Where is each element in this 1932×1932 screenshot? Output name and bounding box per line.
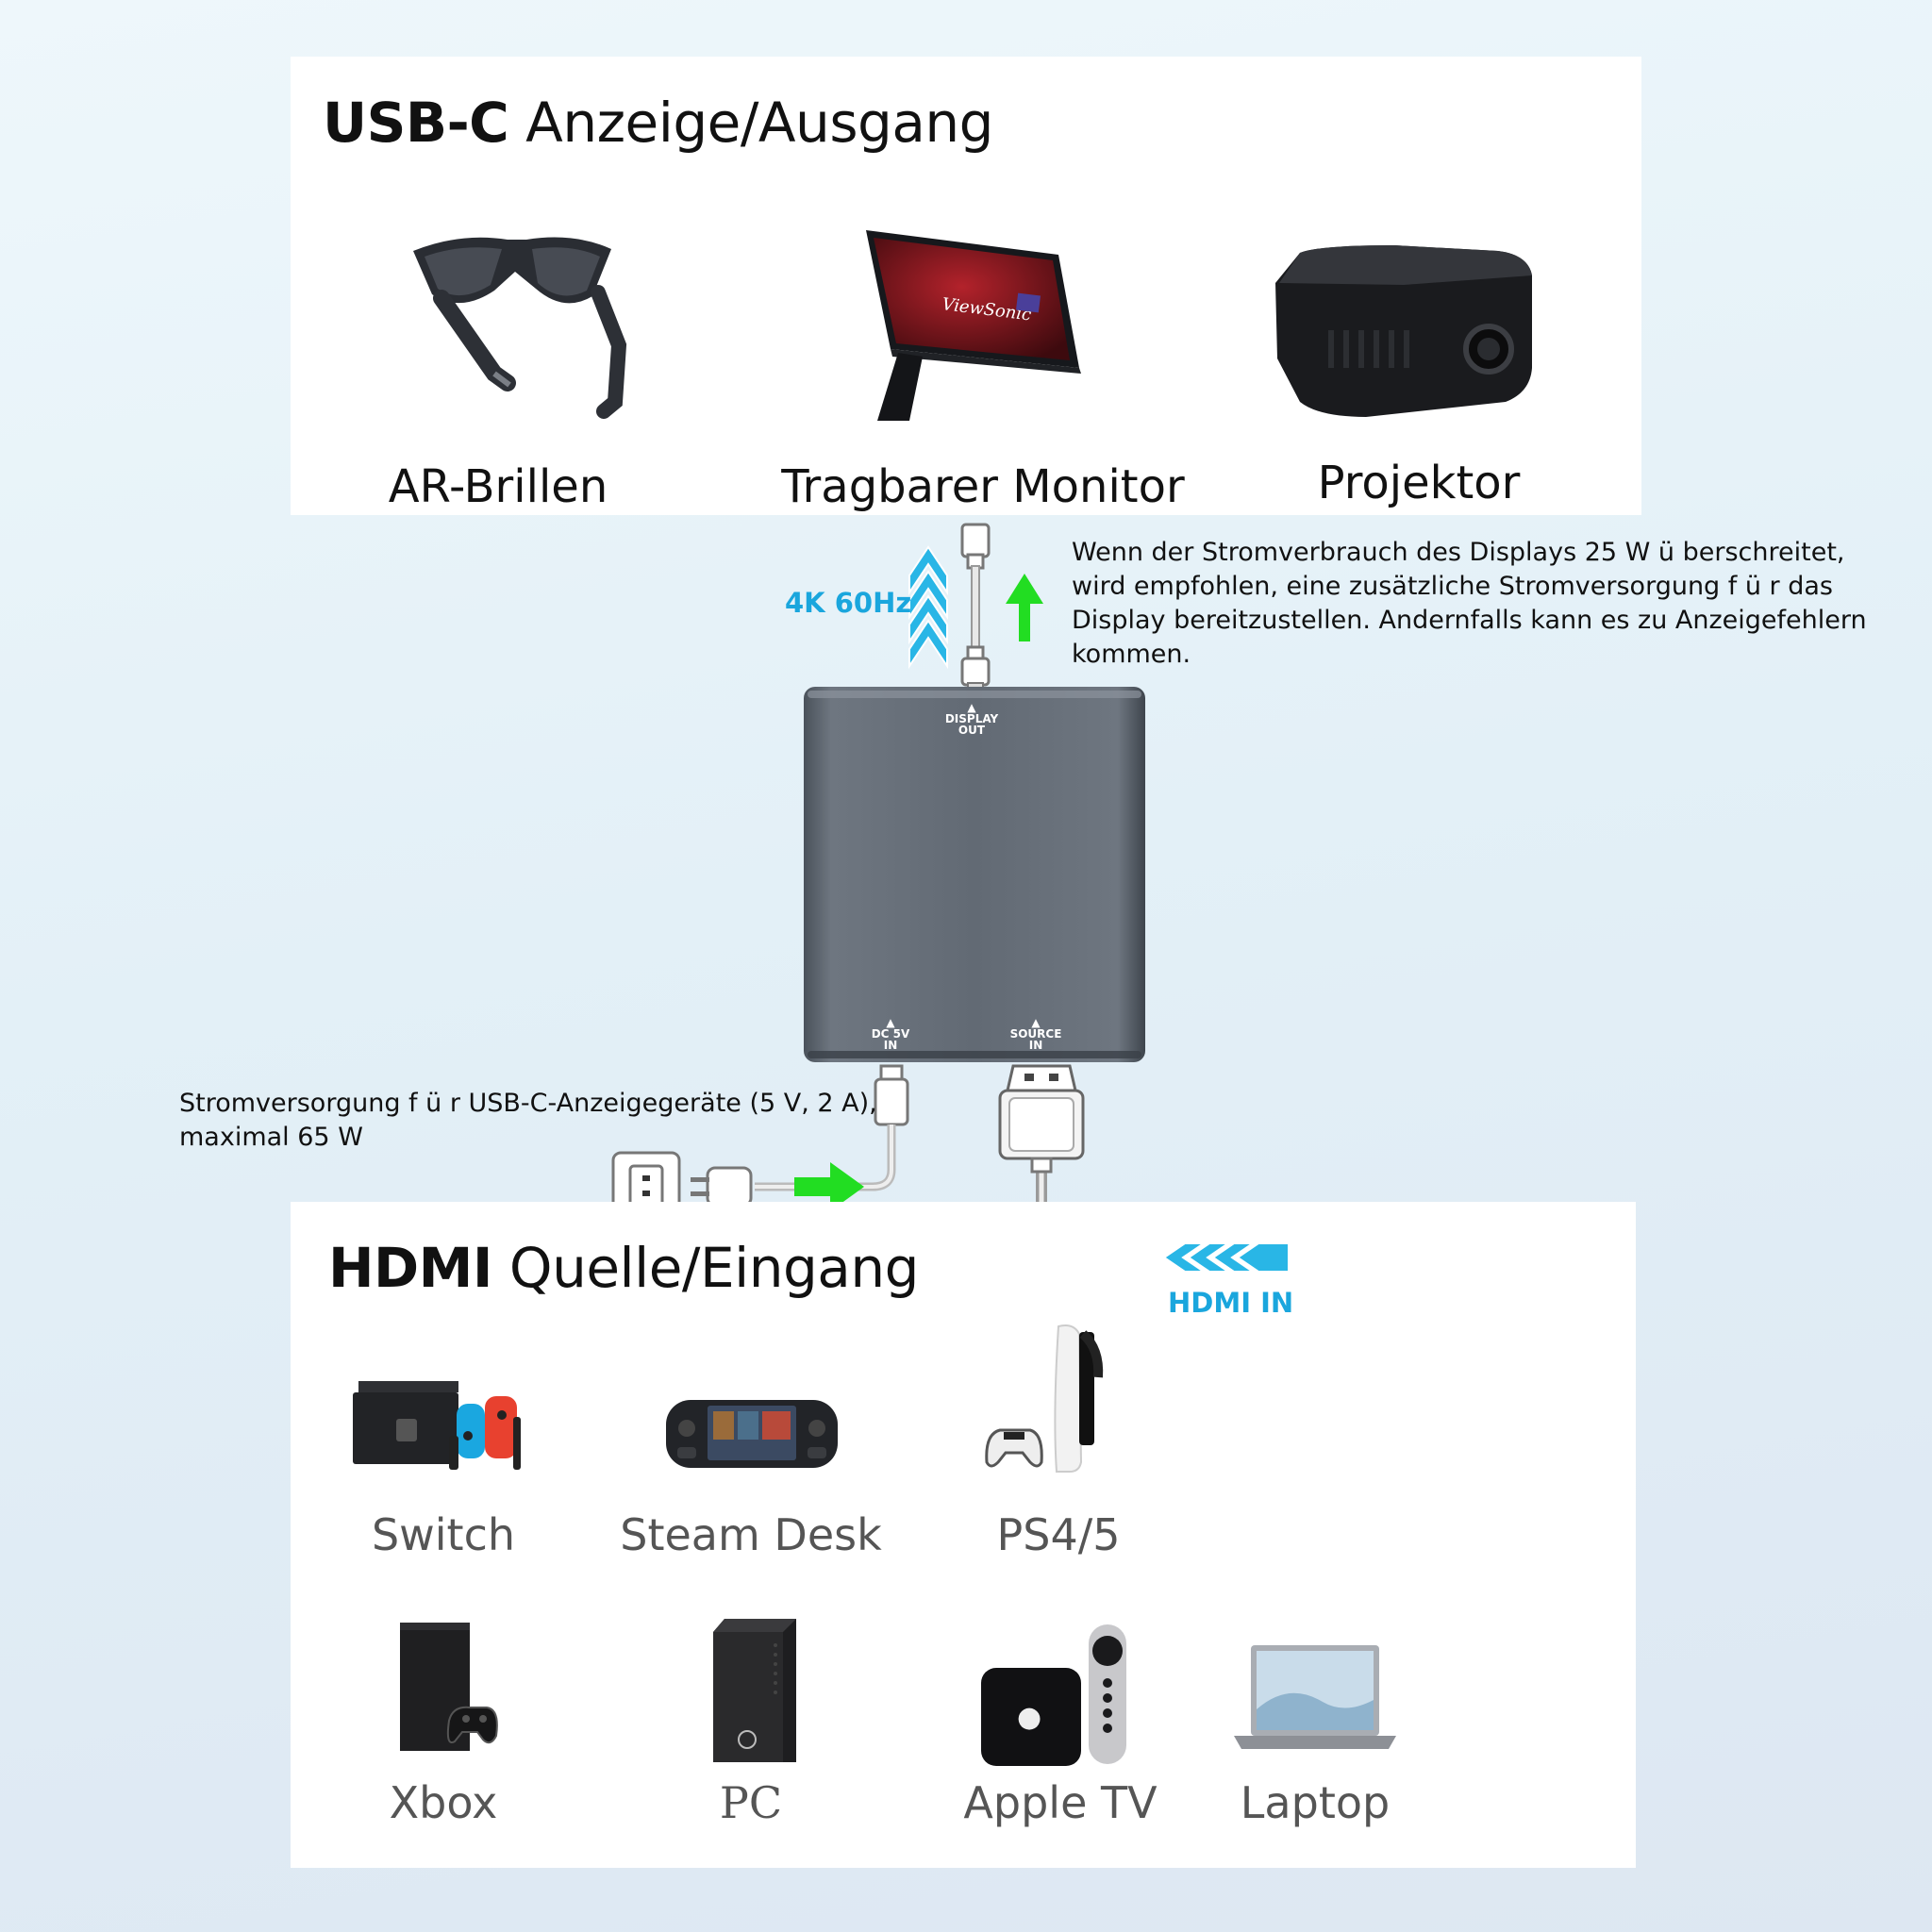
input-section-title: HDMI Quelle/Eingang — [328, 1236, 919, 1300]
output-signal-arrow — [908, 545, 948, 670]
ar-glasses-icon — [413, 237, 627, 419]
input-panel: HDMI Quelle/Eingang — [291, 1202, 1636, 1868]
power-up-arrow — [1006, 574, 1043, 641]
device-label: Xbox — [389, 1777, 498, 1828]
device-label: Steam Desk — [620, 1509, 882, 1560]
usb-c-output-cable — [960, 523, 991, 695]
dc-5v-in-port-label: ▲ DC 5V IN — [871, 1016, 910, 1052]
display-out-port-label: ▲ DISPLAY OUT — [944, 701, 999, 737]
projector-icon — [1275, 245, 1532, 417]
device-label: PS4/5 — [996, 1509, 1121, 1560]
input-signal-arrow — [1162, 1242, 1290, 1273]
device-label: Laptop — [1240, 1777, 1391, 1828]
device-label: PC — [719, 1777, 783, 1828]
source-in-port-label: ▲ SOURCE IN — [1009, 1016, 1062, 1052]
hdmi-in-tag: HDMI IN — [1168, 1287, 1294, 1319]
output-panel: USB-C Anzeige/Ausgang AR-Brillen ViewSon… — [291, 57, 1641, 515]
nintendo-switch-icon — [353, 1381, 521, 1470]
device-label: Apple TV — [963, 1777, 1158, 1828]
apple-tv-icon: ● — [981, 1624, 1126, 1766]
output-section-title: USB-C Anzeige/Ausgang — [323, 91, 993, 155]
laptop-icon — [1234, 1645, 1396, 1749]
hub-device — [804, 687, 1145, 1062]
device-label: Tragbarer Monitor — [781, 460, 1185, 513]
device-label: AR-Brillen — [388, 460, 608, 513]
pc-tower-icon — [713, 1619, 796, 1762]
power-supply-note: Stromversorgung f ü r USB-C-Anzeigegerät… — [179, 1089, 877, 1152]
device-label: Projektor — [1317, 457, 1521, 509]
output-resolution-tag: 4K 60Hz — [785, 587, 912, 619]
svg-text:●: ● — [1017, 1701, 1041, 1734]
steam-deck-icon — [666, 1400, 838, 1468]
xbox-icon — [400, 1623, 498, 1751]
device-label: Switch — [371, 1509, 516, 1560]
power-right-arrow — [794, 1162, 864, 1211]
portable-monitor-icon: ViewSonic — [866, 230, 1081, 421]
output-power-note: Wenn der Stromverbrauch des Displays 25 … — [1072, 538, 1867, 669]
playstation-icon — [985, 1324, 1104, 1473]
